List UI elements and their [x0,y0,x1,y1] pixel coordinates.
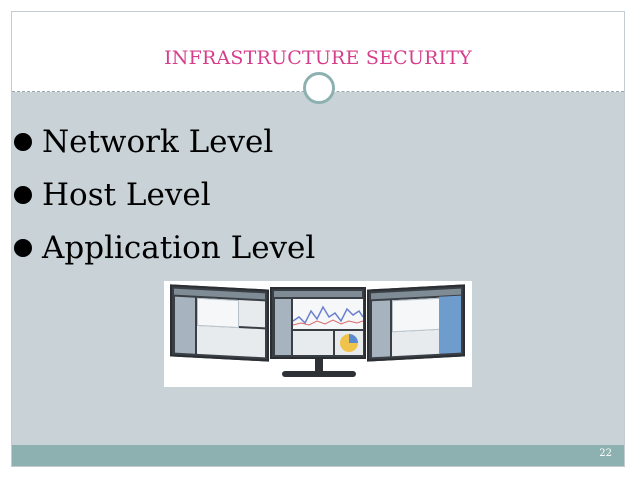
bullet-item-host-level: Host Level [14,167,315,222]
bullet-list: Network Level Host Level Application Lev… [14,114,315,275]
bullet-dot-icon [14,185,32,204]
page-number: 22 [599,448,612,459]
monitor-stand [315,359,323,371]
bullet-item-application-level: Application Level [14,220,315,275]
slide-title: INFRASTRUCTURE SECURITY [164,47,472,69]
bullet-text: Application Level [42,229,316,266]
bullet-item-network-level: Network Level [14,114,315,169]
triple-monitor-image [164,281,472,387]
monitor-right-screen [367,284,465,362]
ring-decoration-icon [303,72,335,104]
bullet-text: Host Level [42,176,211,213]
bullet-text: Network Level [42,123,274,160]
monitor-stand-base [282,371,356,377]
monitor-center-screen [270,287,366,359]
bullet-dot-icon [14,238,32,257]
bullet-dot-icon [14,132,32,151]
line-chart-icon [293,299,363,329]
footer-bar: 22 [12,445,624,466]
slide-frame [11,11,625,467]
pie-chart-icon [335,331,363,355]
monitor-left-screen [170,284,269,362]
